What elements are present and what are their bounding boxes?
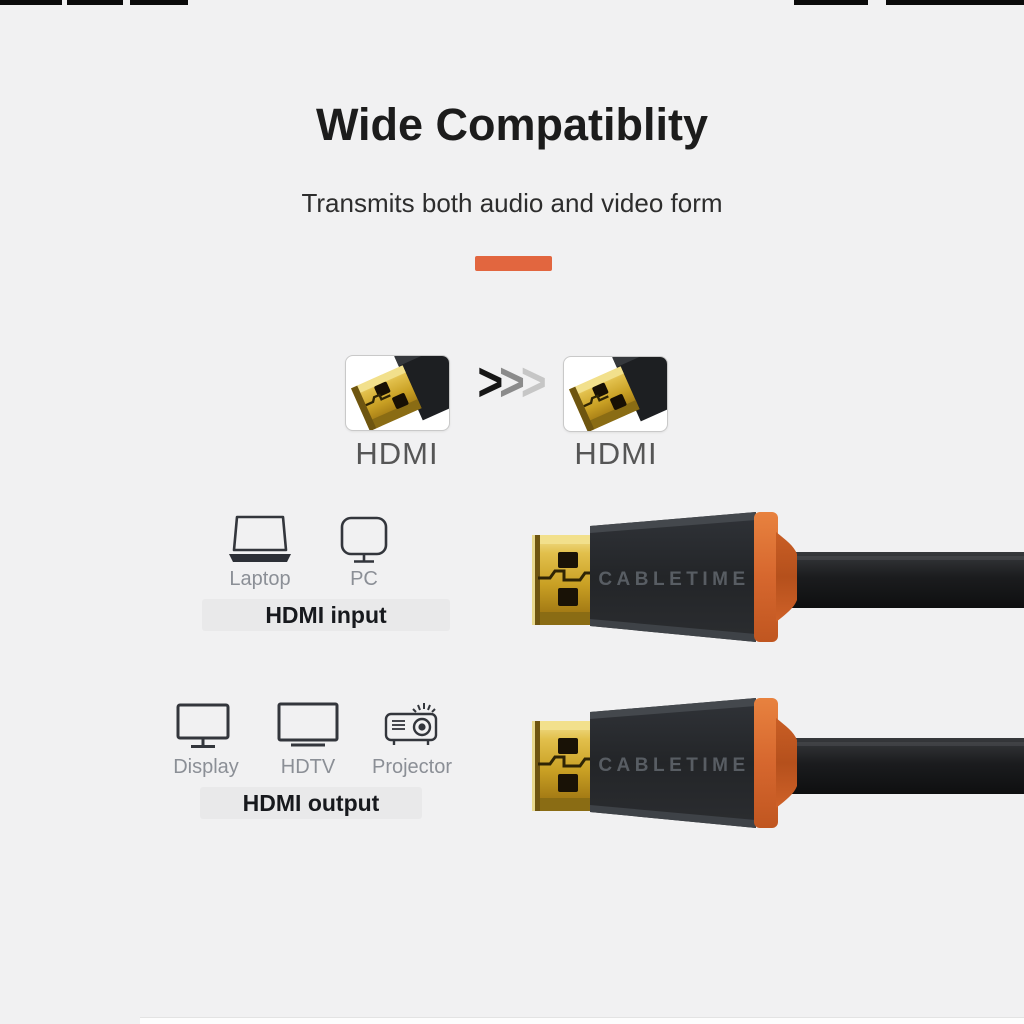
page-subtitle: Transmits both audio and video form [301,188,723,218]
crop-artifact-bar [794,0,868,5]
crop-artifact-bar [886,0,1024,5]
accent-divider [475,256,552,271]
hdmi-target-thumbnail [563,356,668,432]
projector-icon [384,700,440,748]
pc-label: PC [350,568,378,590]
hdmi-target-label: HDMI [574,436,658,471]
chevron-icon: > [499,351,525,413]
hdmi-plug-photo-icon [346,356,449,430]
page-title: Wide Compatiblity [315,99,709,150]
direction-chevrons: > > > [464,352,560,413]
laptop-icon [227,514,293,566]
hdtv-label: HDTV [280,756,336,778]
display-icon [176,703,230,751]
crop-artifact-bar [67,0,123,5]
hdmi-input-caption: HDMI input [202,599,450,631]
laptop-label: Laptop [229,568,291,590]
crop-artifact-bar [0,0,62,5]
hdmi-source-label: HDMI [355,436,439,471]
hdmi-plug-photo-icon [564,357,667,431]
hdmi-source-thumbnail [345,355,450,431]
display-label: Display [173,756,239,778]
crop-artifact-bar [130,0,188,5]
chevron-icon: > [477,351,504,413]
projector-label: Projector [371,756,453,778]
pc-icon [340,516,390,564]
cabletime-cable-photo [524,690,1024,836]
cabletime-cable-photo [524,504,1024,650]
crop-artifact-strip [140,1017,1024,1024]
hdmi-output-caption: HDMI output [200,787,422,819]
hdtv-icon [277,702,339,750]
chevron-icon: > [520,351,547,413]
